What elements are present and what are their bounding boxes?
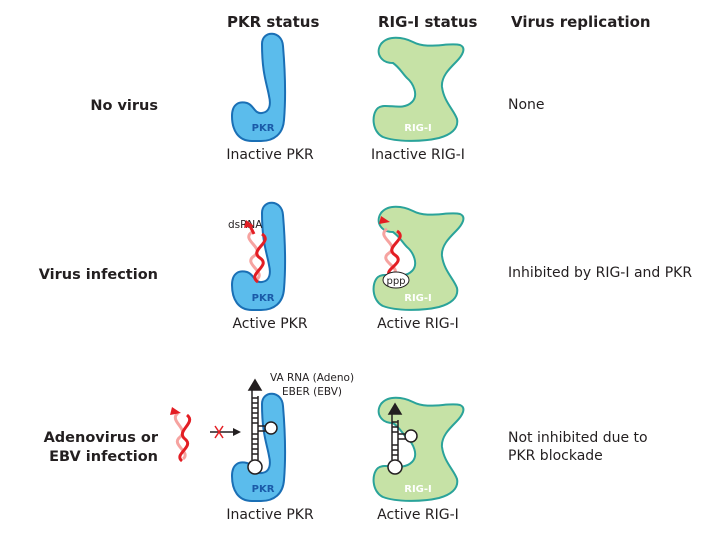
replication-none: None	[508, 97, 545, 113]
row-label-no-virus: No virus	[90, 98, 158, 114]
caption-pkr-row3: Inactive PKR	[226, 507, 314, 523]
row-label-adenovirus-ebv: Adenovirus or EBV infection	[43, 430, 158, 465]
rigi-label: RIG-I	[404, 123, 432, 134]
rigi-status-header: RIG-I status	[378, 13, 478, 31]
pkr-label: PKR	[252, 293, 275, 304]
dsrna-arrowhead	[379, 216, 390, 224]
dsrna-helix-blocked	[174, 411, 191, 463]
va-rna-stemloop-pkr	[247, 378, 278, 475]
va-rna-stemloop-rigi	[387, 402, 418, 475]
va-rna-label: VA RNA (Adeno)	[270, 372, 354, 384]
ppp-label: ppp	[386, 276, 405, 287]
dsrna-arrowhead	[170, 407, 181, 415]
replication-not-inhibited: Not inhibited due to PKR blockade	[508, 430, 648, 464]
pkr-label: PKR	[252, 484, 275, 495]
replication-inhibited: Inhibited by RIG-I and PKR	[508, 265, 693, 281]
eber-label: EBER (EBV)	[282, 386, 342, 398]
caption-pkr-row2: Active PKR	[232, 316, 308, 332]
caption-rigi-row1: Inactive RIG-I	[371, 147, 465, 163]
caption-pkr-row1: Inactive PKR	[226, 147, 314, 163]
dsrna-helix-rigi	[382, 227, 402, 278]
rigi-label: RIG-I	[404, 293, 432, 304]
pkr-status-header: PKR status	[227, 13, 320, 31]
blocked-arrow	[210, 425, 241, 439]
pkr-label: PKR	[252, 123, 275, 134]
row-label-virus-infection: Virus infection	[38, 267, 158, 283]
caption-rigi-row3: Active RIG-I	[377, 507, 459, 523]
rigi-label: RIG-I	[404, 484, 432, 495]
ppp-cap	[382, 271, 410, 289]
virus-replication-header: Virus replication	[511, 13, 651, 31]
dsrna-arrowhead	[244, 220, 254, 228]
caption-rigi-row2: Active RIG-I	[377, 316, 459, 332]
